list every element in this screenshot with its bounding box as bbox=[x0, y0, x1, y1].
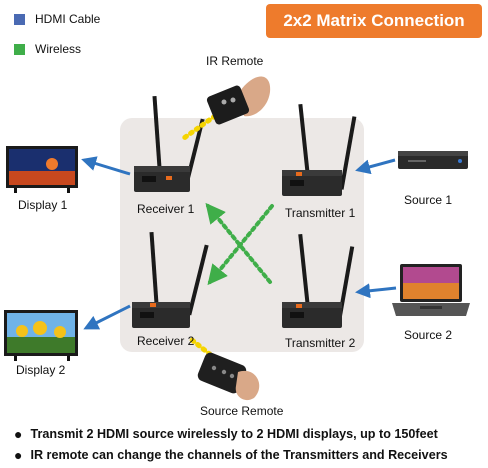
source-remote-hand-icon bbox=[197, 352, 260, 401]
receiver-1-device-icon bbox=[134, 95, 205, 192]
bullet-text: IR remote can change the channels of the… bbox=[30, 448, 448, 462]
ir-remote-label: IR Remote bbox=[206, 54, 264, 68]
receiver-2-device-icon bbox=[132, 231, 209, 328]
source-2-laptop-icon bbox=[392, 264, 470, 316]
transmitter-2-label: Transmitter 2 bbox=[285, 336, 356, 350]
display-2-tv-icon bbox=[4, 310, 78, 361]
display-1-label: Display 1 bbox=[18, 198, 68, 212]
display-1-tv-icon bbox=[6, 146, 78, 193]
wireless-arrow-t2-r1 bbox=[205, 202, 272, 284]
legend-hdmi-label: HDMI Cable bbox=[35, 12, 101, 26]
source-1-player-icon bbox=[398, 151, 468, 169]
source-2-label: Source 2 bbox=[404, 328, 453, 342]
legend-wireless-label: Wireless bbox=[35, 42, 82, 56]
bullet-item: ● IR remote can change the channels of t… bbox=[14, 447, 448, 463]
bullet-text: Transmit 2 HDMI source wirelessly to 2 H… bbox=[30, 427, 438, 441]
legend-hdmi: HDMI Cable bbox=[14, 12, 100, 26]
legend-wireless-swatch bbox=[14, 43, 25, 55]
transmitter-1-device-icon bbox=[282, 103, 357, 196]
hdmi-arrow-display-2 bbox=[83, 304, 131, 330]
source-remote-label: Source Remote bbox=[200, 404, 284, 418]
source-1-label: Source 1 bbox=[404, 193, 453, 207]
legend-wireless: Wireless bbox=[14, 42, 81, 56]
ir-remote-hand-icon bbox=[206, 76, 271, 125]
transmitter-2-device-icon bbox=[282, 233, 355, 328]
hdmi-arrow-source-2 bbox=[355, 283, 397, 299]
legend-hdmi-swatch bbox=[14, 13, 25, 25]
feature-bullets: ● Transmit 2 HDMI source wirelessly to 2… bbox=[14, 426, 448, 468]
hdmi-arrow-display-1 bbox=[81, 156, 131, 176]
bullet-dot-icon: ● bbox=[14, 426, 23, 442]
receiver-2-label: Receiver 2 bbox=[137, 334, 195, 348]
diagram-title: 2x2 Matrix Connection bbox=[266, 4, 482, 38]
transmitter-1-label: Transmitter 1 bbox=[285, 206, 356, 220]
hdmi-arrow-source-1 bbox=[355, 158, 396, 175]
display-2-label: Display 2 bbox=[16, 363, 66, 377]
receiver-1-label: Receiver 1 bbox=[137, 202, 195, 216]
bullet-dot-icon: ● bbox=[14, 447, 23, 463]
bullet-item: ● Transmit 2 HDMI source wirelessly to 2… bbox=[14, 426, 448, 442]
ir-beam-top bbox=[181, 113, 218, 141]
